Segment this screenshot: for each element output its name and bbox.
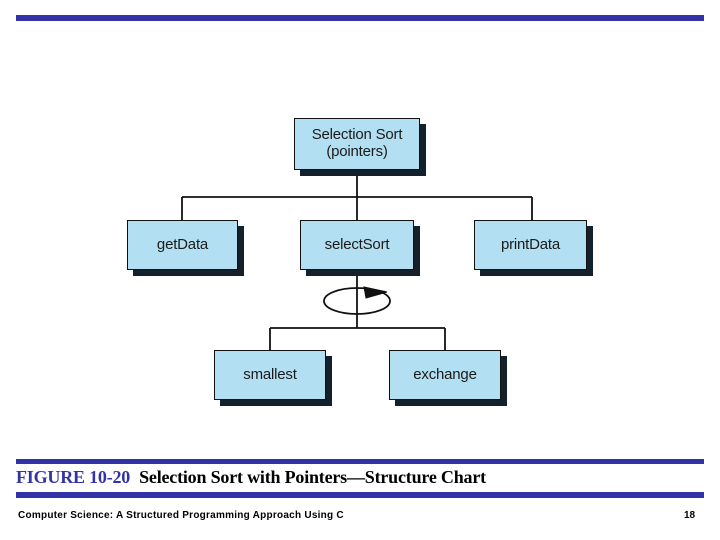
node-print-data[interactable]: printData (474, 220, 587, 270)
node-smallest-label: smallest (243, 365, 297, 383)
top-divider-rule (16, 15, 704, 21)
caption-bottom-rule (16, 492, 704, 498)
node-get-data-label: getData (156, 235, 209, 253)
node-selection-sort-line2: (pointers) (326, 143, 388, 160)
structure-chart-diagram: Selection Sort (pointers) getData select… (0, 30, 720, 450)
footer-page-number: 18 (684, 510, 696, 521)
figure-caption: FIGURE 10-20 Selection Sort with Pointer… (16, 462, 706, 492)
node-exchange[interactable]: exchange (389, 350, 501, 400)
node-select-sort-label: selectSort (324, 235, 390, 253)
node-selection-sort-line1: Selection Sort (311, 126, 403, 144)
node-selection-sort[interactable]: Selection Sort (pointers) (294, 118, 420, 170)
figure-number: FIGURE 10-20 (16, 466, 131, 487)
footer-book-title: Computer Science: A Structured Programmi… (18, 510, 344, 521)
node-get-data[interactable]: getData (127, 220, 238, 270)
caption-top-rule (16, 459, 704, 464)
node-select-sort[interactable]: selectSort (300, 220, 414, 270)
structure-chart-connectors (181, 160, 533, 350)
loop-arrowhead-icon (363, 286, 388, 299)
loop-ellipse-icon (323, 287, 391, 315)
node-exchange-label: exchange (413, 365, 477, 383)
node-smallest[interactable]: smallest (214, 350, 326, 400)
node-print-data-label: printData (500, 235, 561, 253)
figure-title: Selection Sort with Pointers—Structure C… (139, 466, 486, 487)
